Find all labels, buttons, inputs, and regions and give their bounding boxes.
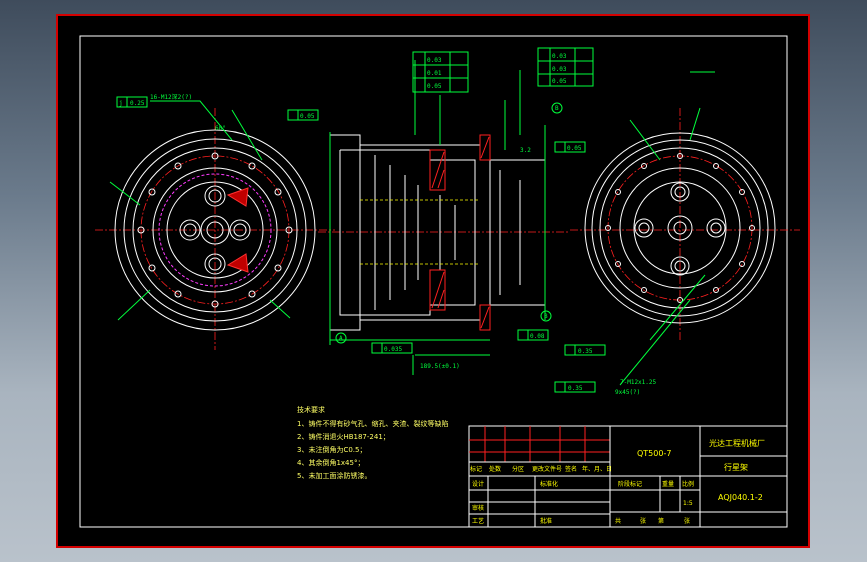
right-tol-3: 0.05 [552, 78, 567, 85]
technical-notes: 技术要求 1、铸件不得有砂气孔、缩孔、夹渣、裂纹等缺陷 2、铸件消退火HB187… [297, 405, 448, 480]
tb-standard: 标准化 [540, 480, 558, 488]
note-2: 2、铸件消退火HB187-241； [297, 432, 390, 441]
svg-text:B: B [555, 105, 559, 112]
tb-sheet-label: 张 [640, 517, 646, 525]
tb-sheet-of: 第 [658, 517, 664, 525]
left-callout: 16-M12深2(?) [150, 93, 192, 101]
right-callout-2: 9x45(?) [615, 389, 640, 396]
right-callout: 7-M12x1.25 [620, 379, 657, 386]
tb-ratio: 比例 [682, 480, 694, 488]
tb-stage: 阶段标记 [618, 480, 642, 488]
tb-design: 设计 [472, 480, 484, 488]
drawing-sheet [56, 14, 810, 548]
right-tol-1: 0.03 [552, 53, 567, 60]
tb-process: 工艺 [472, 517, 484, 525]
note-3: 3、未注倒角为C0.5； [297, 445, 366, 454]
tb-header-date: 年、月、日 [582, 465, 612, 473]
tb-scale: 1:5 [683, 500, 693, 507]
tb-header-mark: 标记 [470, 465, 482, 473]
note-1: 1、铸件不得有砂气孔、缩孔、夹渣、裂纹等缺陷 [297, 419, 448, 428]
drawing-frame [79, 35, 788, 528]
right-tol-5: 0.35 [568, 385, 583, 392]
left-view: j 0.25 16-M12深2(?) 60° [95, 93, 335, 350]
tb-sheet-total: 共 [615, 517, 621, 525]
notes-heading: 技术要求 [297, 405, 325, 414]
right-tol-2: 0.03 [552, 66, 567, 73]
svg-text:j: j [119, 100, 123, 107]
tb-part-name: 行星架 [724, 462, 748, 472]
section-marker-b: B [544, 313, 548, 320]
tb-material: QT500-7 [637, 449, 671, 458]
tb-approve: 批准 [540, 517, 552, 525]
right-tol-r: 0.05 [567, 145, 582, 152]
tb-drawing-number: AQJ040.1-2 [718, 493, 763, 502]
tb-header-sign: 签名 [565, 465, 577, 473]
tb-header-count: 处数 [489, 465, 501, 473]
mid-tol-2: 0.01 [427, 70, 442, 77]
mid-tol-r: 0.05 [300, 113, 315, 120]
note-4: 4、其余倒角1x45°； [297, 458, 364, 467]
mid-tol-1: 0.03 [427, 57, 442, 64]
bottom-tol-2: 0.08 [530, 333, 545, 340]
title-block: 标记 处数 分区 更改文件号 签名 年、月、日 设计 标准化 审核 工艺 批准 … [468, 425, 788, 528]
mid-tol-3: 0.05 [427, 83, 442, 90]
roughness-value: 3.2 [520, 147, 531, 154]
tb-header-doc: 更改文件号 [532, 465, 562, 473]
bottom-tol-1: 0.035 [384, 346, 402, 353]
tb-weight: 重量 [662, 480, 674, 488]
svg-text:60°: 60° [215, 125, 226, 132]
tb-company: 光达工程机械厂 [709, 438, 765, 448]
overall-length: 189.5(±0.1) [420, 363, 460, 370]
tb-check: 审核 [472, 504, 484, 512]
tb-sheet-label-2: 张 [684, 517, 690, 525]
section-view: 0.05 0.03 0.01 0.05 0.03 0.03 0.05 0.05 … [287, 47, 594, 375]
right-view: 0.35 0.35 7-M12x1.25 9x45(?) [554, 71, 800, 396]
right-tol-4: 0.35 [578, 348, 593, 355]
left-tol-value: 0.25 [130, 100, 145, 107]
note-5: 5、未加工面涂防锈漆。 [297, 471, 371, 480]
tb-header-zone: 分区 [512, 465, 524, 473]
section-marker-a: A [339, 335, 343, 342]
